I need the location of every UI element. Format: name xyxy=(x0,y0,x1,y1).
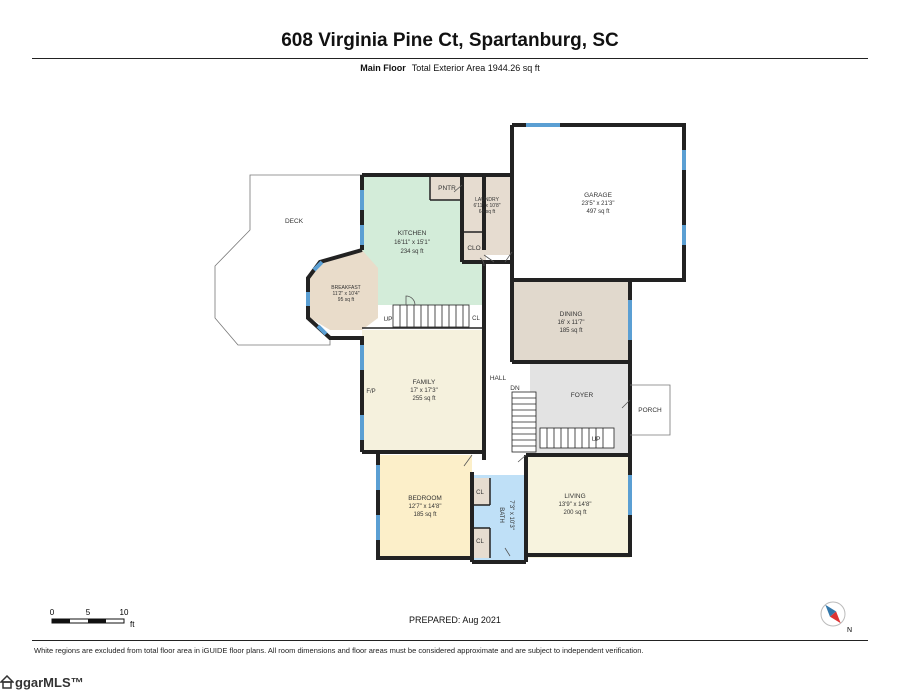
bath-closet-2 xyxy=(472,528,490,558)
windows xyxy=(306,123,686,540)
laundry-area: 64 sq ft xyxy=(479,209,496,215)
living-area: 200 sq ft xyxy=(563,510,586,516)
breakfast-area: 95 sq ft xyxy=(338,297,355,303)
dining-dims: 16' x 11'7" xyxy=(558,320,585,326)
up-label-upper: UP xyxy=(383,316,392,323)
family-room xyxy=(362,330,484,452)
foyer-label: FOYER xyxy=(571,392,594,399)
up-label-lower: UP xyxy=(591,436,600,443)
subheader: Main Floor Total Exterior Area 1944.26 sq… xyxy=(0,63,900,73)
prepared-date: PREPARED: Aug 2021 xyxy=(409,615,501,625)
doors xyxy=(405,184,631,557)
scale-unit: ft xyxy=(130,620,135,629)
mls-text: ggarMLS™ xyxy=(15,675,84,690)
scale-tick-5: 5 xyxy=(86,608,91,617)
house-icon xyxy=(0,675,14,689)
cl-label-bath-1: CL xyxy=(476,490,484,496)
living-room xyxy=(526,455,630,558)
stairs-upper xyxy=(392,304,470,328)
garage-room xyxy=(512,125,684,280)
title-rule xyxy=(32,58,868,59)
hall-label: HALL xyxy=(490,375,507,382)
scale-tick-0: 0 xyxy=(50,608,55,617)
clo-label: CLO xyxy=(467,245,480,252)
bedroom-name: BEDROOM xyxy=(408,495,442,502)
footer-rule xyxy=(32,640,868,641)
laundry-dims: 6'11" x 10'8" xyxy=(473,203,500,209)
dining-room xyxy=(512,282,630,362)
garage-name: GARAGE xyxy=(584,192,612,199)
scale-tick-10: 10 xyxy=(120,608,129,617)
dining-area: 185 sq ft xyxy=(559,328,582,334)
garage-area: 497 sq ft xyxy=(586,209,609,215)
kitchen-dims: 16'11" x 15'1" xyxy=(394,240,430,246)
stairs-down xyxy=(511,391,537,453)
total-area: Total Exterior Area 1944.26 sq ft xyxy=(411,63,540,73)
thin-walls xyxy=(362,175,671,558)
page-title: 608 Virginia Pine Ct, Spartanburg, SC xyxy=(281,30,619,51)
bedroom-room xyxy=(378,455,472,558)
scale-bar: 0 5 10 ft xyxy=(50,608,135,629)
compass-icon: N xyxy=(820,601,852,634)
compass-north: N xyxy=(847,627,852,634)
pntr-label: PNTR xyxy=(438,185,456,192)
floor-name: Main Floor xyxy=(360,63,406,73)
laundry-name: LAUNDRY xyxy=(475,197,499,203)
family-dims: 17' x 17'3" xyxy=(410,388,437,394)
bath-name: BATH xyxy=(498,507,504,523)
pntr-room xyxy=(430,175,462,200)
cl-label-bath-2: CL xyxy=(476,539,484,545)
living-name: LIVING xyxy=(564,493,585,500)
bedroom-area: 185 sq ft xyxy=(413,512,436,518)
porch-area xyxy=(630,385,670,435)
bath-dims: 7'3" x 10'3" xyxy=(508,500,514,530)
breakfast-room xyxy=(310,250,378,330)
family-name: FAMILY xyxy=(413,379,436,386)
dn-label: DN xyxy=(510,385,520,392)
garage-dims: 23'5" x 21'3" xyxy=(582,201,615,207)
mls-watermark: ggarMLS™ xyxy=(0,675,84,690)
bedroom-dims: 12'7" x 14'8" xyxy=(409,504,442,510)
dining-name: DINING xyxy=(560,311,583,318)
fireplace-label: F/P xyxy=(366,389,375,395)
hall-area xyxy=(484,260,512,460)
kitchen-name: KITCHEN xyxy=(398,230,427,237)
stairs-foyer xyxy=(539,427,615,449)
family-area: 255 sq ft xyxy=(412,396,435,402)
cl-label-upper: CL xyxy=(472,316,480,322)
porch-label: PORCH xyxy=(638,407,662,414)
bath-closet-1 xyxy=(472,478,490,505)
breakfast-dims: 11'2" x 10'4" xyxy=(332,291,359,297)
disclaimer: White regions are excluded from total fl… xyxy=(34,646,644,655)
living-dims: 13'9" x 14'8" xyxy=(559,502,592,508)
deck-label: DECK xyxy=(285,218,304,225)
breakfast-name: BREAKFAST xyxy=(331,285,360,291)
kitchen-area: 234 sq ft xyxy=(400,249,423,255)
